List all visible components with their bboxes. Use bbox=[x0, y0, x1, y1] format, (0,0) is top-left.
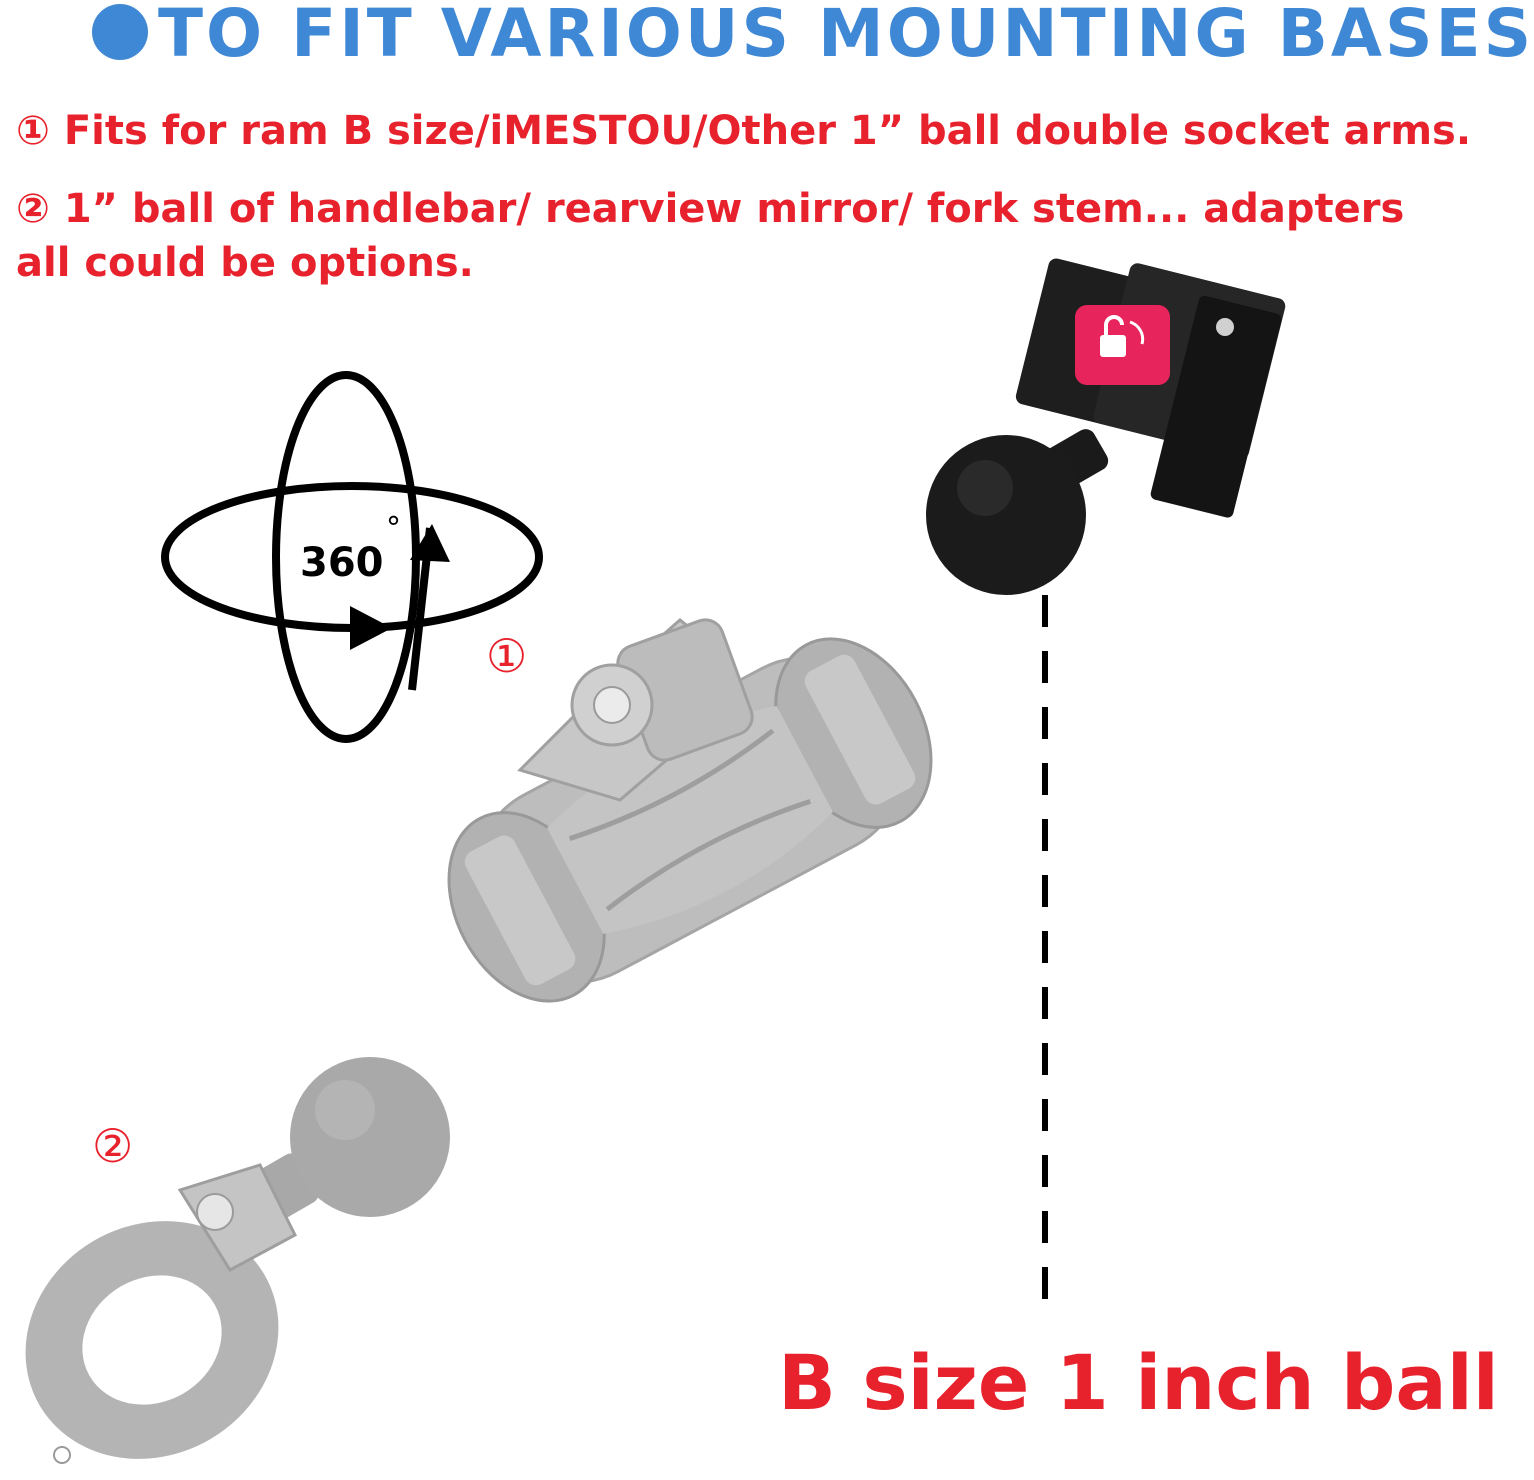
note-2-text-continued: all could be options. bbox=[16, 240, 474, 286]
bullet-dot bbox=[92, 4, 148, 60]
page-title: TO FIT VARIOUS MOUNTING BASES bbox=[92, 0, 1534, 74]
double-socket-arm bbox=[447, 618, 933, 1003]
callout-1: ① bbox=[486, 629, 528, 683]
rotation-label: 360 bbox=[300, 540, 384, 586]
product-label: B size 1 inch ball bbox=[778, 1338, 1499, 1427]
arm-knob bbox=[517, 618, 754, 802]
callout-2: ② bbox=[92, 1119, 134, 1173]
quick-release-mount bbox=[926, 258, 1286, 595]
note-2-marker: ② bbox=[16, 186, 50, 232]
product-illustration: 360 ° bbox=[25, 258, 1286, 1464]
title-text: TO FIT VARIOUS MOUNTING BASES bbox=[158, 0, 1534, 72]
note-1: ① Fits for ram B size/iMESTOU/Other 1” b… bbox=[16, 104, 1471, 158]
rotation-unit: ° bbox=[386, 511, 401, 546]
rotation-arrows bbox=[350, 524, 450, 650]
note-2: ② 1” ball of handlebar/ rearview mirror/… bbox=[16, 182, 1404, 290]
note-2-text: 1” ball of handlebar/ rearview mirror/ f… bbox=[63, 186, 1405, 232]
note-1-text: Fits for ram B size/iMESTOU/Other 1” bal… bbox=[63, 108, 1472, 154]
handlebar-clamp-ball bbox=[25, 1057, 450, 1464]
note-1-marker: ① bbox=[16, 108, 50, 154]
lock-icon bbox=[1100, 315, 1145, 357]
